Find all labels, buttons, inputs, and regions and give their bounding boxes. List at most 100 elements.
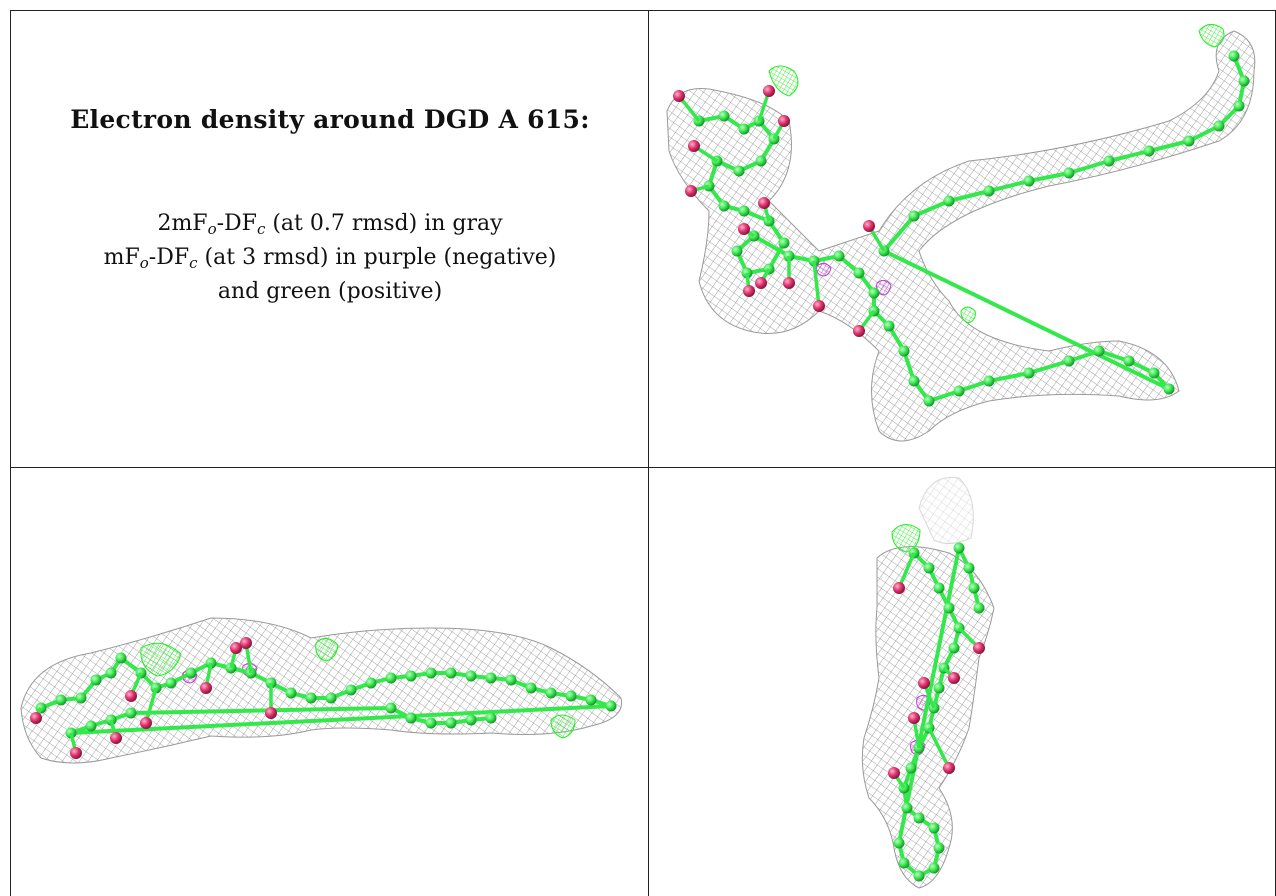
carbon-atom (425, 667, 437, 679)
oxygen-atom (908, 712, 920, 724)
positive-density-2 (315, 638, 339, 662)
table-border-middle (10, 467, 1276, 468)
carbon-atom (1103, 155, 1115, 167)
negative-density-1 (816, 262, 832, 277)
atom-model (888, 542, 985, 882)
carbon-atom (933, 582, 945, 594)
carbon-atom (1238, 75, 1250, 87)
density-render-left (20, 617, 623, 764)
carbon-atom (325, 692, 337, 704)
carbon-atom (898, 345, 910, 357)
carbon-atom (1183, 135, 1195, 147)
oxygen-atom (673, 90, 685, 102)
oxygen-bond (927, 727, 951, 769)
carbon-atom (738, 123, 750, 135)
carbon-atom (908, 375, 920, 387)
caption-cell: Electron density around DGD A 615: 2mFo-… (11, 11, 648, 467)
carbon-atom (718, 110, 730, 122)
mesh-envelope (861, 546, 995, 889)
oxygen-atom (758, 197, 770, 209)
carbon-atom (1233, 100, 1245, 112)
carbon-atom (933, 682, 945, 694)
carbon-atom (968, 582, 980, 594)
carbon-atom (1123, 355, 1135, 367)
carbon-atom (923, 395, 935, 407)
carbon-atom (55, 694, 67, 706)
oxygen-atom (265, 707, 277, 719)
carbon-atom (165, 677, 177, 689)
oxygen-bond (812, 260, 821, 307)
carbon-atom (833, 250, 845, 262)
carbon-atom (285, 687, 297, 699)
carbon-atom (1213, 120, 1225, 132)
carbon-atom (733, 165, 745, 177)
carbon-atom (465, 670, 477, 682)
carbon-atom (953, 385, 965, 397)
table-border-left (10, 10, 11, 896)
carbon-atom (893, 837, 905, 849)
carbon-atom (933, 842, 945, 854)
oxygen-atom (743, 285, 755, 297)
oxygen-atom (778, 115, 790, 127)
carbon-atom (105, 667, 117, 679)
carbon-atom (125, 707, 137, 719)
faded-density (918, 476, 974, 544)
positive-density-1 (891, 524, 921, 553)
carbon-atom (898, 857, 910, 869)
table-border-center (648, 10, 649, 896)
carbon-atom (75, 692, 87, 704)
carbon-atom (928, 862, 940, 874)
carbon-atom (913, 870, 925, 882)
density-render-top (666, 24, 1256, 442)
carbon-atom (525, 682, 537, 694)
positive-density-3 (960, 306, 976, 324)
carbon-atom (565, 690, 577, 702)
figure-title: Electron density around DGD A 615: (70, 105, 590, 134)
oxygen-atom (110, 732, 122, 744)
carbon-atom (585, 694, 597, 706)
carbon-atom (983, 185, 995, 197)
carbon-atom (485, 712, 497, 724)
carbon-atom (1023, 175, 1035, 187)
oxygen-atom (888, 767, 900, 779)
carbon-atom (1063, 167, 1075, 179)
oxygen-atom (30, 712, 42, 724)
oxygen-atom (943, 762, 955, 774)
oxygen-atom (70, 747, 82, 759)
oxygen-bond (897, 552, 916, 589)
carbon-atom (185, 667, 197, 679)
oxygen-atom (853, 325, 865, 337)
carbon-atom (445, 667, 457, 679)
carbon-atom (505, 674, 517, 686)
carbon-atom (853, 267, 865, 279)
carbon-atom (305, 692, 317, 704)
oxygen-atom (200, 682, 212, 694)
carbon-atom (345, 684, 357, 696)
carbon-atom (963, 562, 975, 574)
carbon-atom (405, 670, 417, 682)
carbon-atom (913, 812, 925, 824)
oxygen-atom (763, 85, 775, 97)
carbon-atom (485, 672, 497, 684)
carbon-atom (883, 320, 895, 332)
carbon-atom (425, 717, 437, 729)
carbon-atom (1023, 367, 1035, 379)
carbon-atom (605, 700, 617, 712)
carbon-atom (901, 802, 913, 814)
oxygen-atom (688, 140, 700, 152)
carbon-atom (923, 562, 935, 574)
carbon-atom (445, 717, 457, 729)
oxygen-atom (783, 277, 795, 289)
carbon-atom (1143, 145, 1155, 157)
oxygen-atom (738, 223, 750, 235)
carbon-atom (85, 720, 97, 732)
view-bottom-left (11, 468, 648, 896)
carbon-atom (908, 210, 920, 222)
positive-density-1 (140, 642, 182, 677)
carbon-atom (365, 677, 377, 689)
carbon-atom (738, 205, 750, 217)
positive-density-2 (1198, 24, 1225, 48)
view-top-right (649, 11, 1275, 467)
carbon-atom (545, 687, 557, 699)
oxygen-atom (893, 582, 905, 594)
